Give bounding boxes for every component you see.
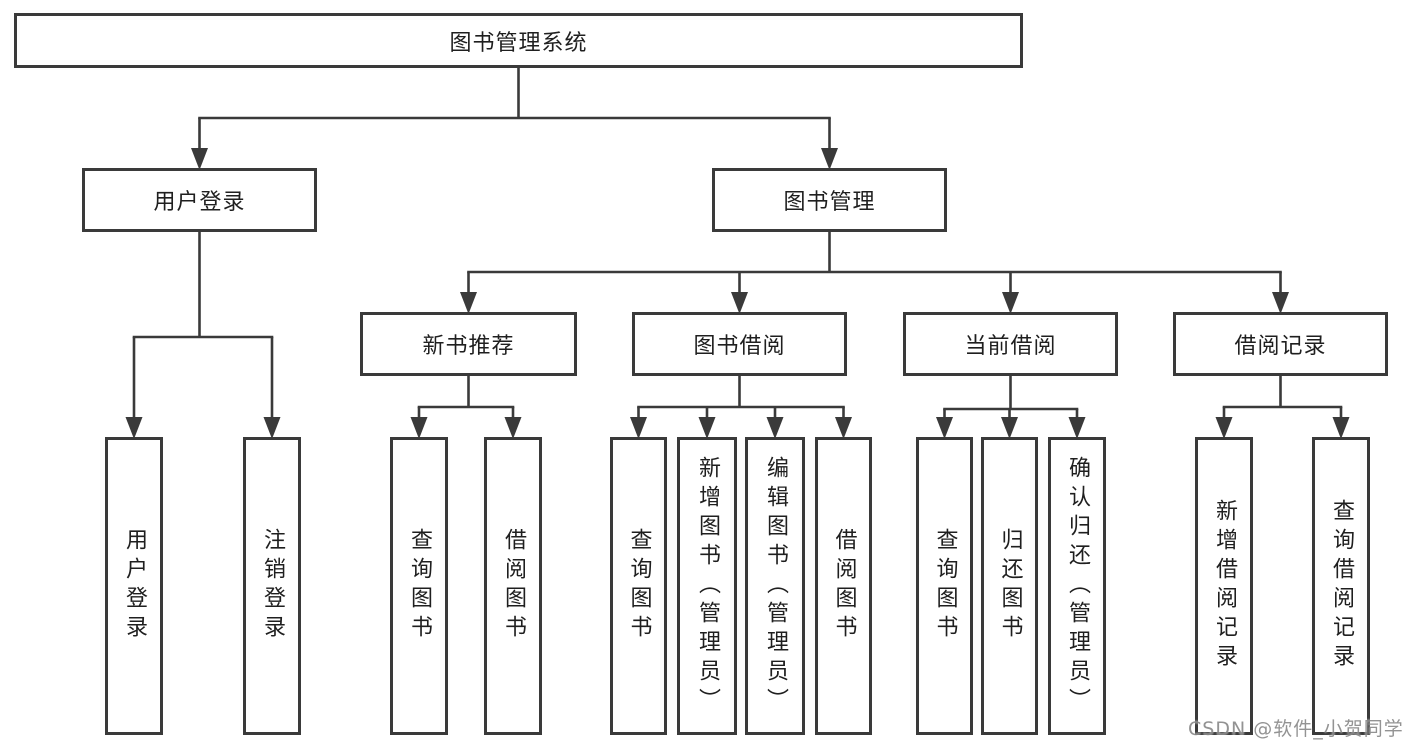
node-root: 图书管理系统 xyxy=(14,13,1023,68)
node-label-leaf-edit-book: 编辑图书（管理员） xyxy=(763,455,788,717)
node-label-book-borrow: 图书借阅 xyxy=(693,334,786,359)
node-current-borrow: 当前借阅 xyxy=(903,312,1118,376)
node-new-book-rec: 新书推荐 xyxy=(360,312,577,376)
node-leaf-add-borrow-record: 新增借阅记录 xyxy=(1195,437,1253,735)
node-leaf-query-book-cur: 查询图书 xyxy=(916,437,973,735)
node-label-leaf-query-book-rec: 查询图书 xyxy=(407,528,432,644)
node-label-leaf-add-book: 新增图书（管理员） xyxy=(695,455,720,717)
node-label-leaf-confirm-return: 确认归还（管理员） xyxy=(1065,455,1090,717)
node-leaf-query-book-rec: 查询图书 xyxy=(390,437,448,735)
node-label-leaf-return-book: 归还图书 xyxy=(997,528,1023,644)
arrowhead-icon xyxy=(698,417,716,439)
node-leaf-query-borrow-record: 查询借阅记录 xyxy=(1312,437,1370,735)
arrowhead-icon xyxy=(1001,417,1018,439)
node-leaf-add-book: 新增图书（管理员） xyxy=(677,437,737,735)
arrowhead-icon xyxy=(125,417,143,439)
node-label-leaf-query-book-cur: 查询图书 xyxy=(932,528,958,644)
node-book-mgmt: 图书管理 xyxy=(712,168,947,232)
node-label-leaf-borrow-book-rec: 借阅图书 xyxy=(501,528,526,644)
node-borrow-records: 借阅记录 xyxy=(1173,312,1388,376)
node-label-leaf-user-login: 用户登录 xyxy=(122,528,147,644)
node-label-borrow-records: 借阅记录 xyxy=(1234,334,1327,359)
arrowhead-icon xyxy=(191,148,208,170)
arrowhead-icon xyxy=(504,417,522,439)
node-leaf-return-book: 归还图书 xyxy=(981,437,1038,735)
watermark: CSDN @软件_小贺同学 xyxy=(1188,718,1404,740)
node-label-leaf-borrow-book: 借阅图书 xyxy=(831,528,857,644)
arrowhead-icon xyxy=(1068,417,1086,439)
node-leaf-borrow-book-rec: 借阅图书 xyxy=(484,437,542,735)
node-label-current-borrow: 当前借阅 xyxy=(964,334,1057,359)
node-label-book-mgmt: 图书管理 xyxy=(783,190,876,215)
node-user-login: 用户登录 xyxy=(82,168,317,232)
arrowhead-icon xyxy=(1002,292,1019,314)
node-leaf-logout: 注销登录 xyxy=(243,437,301,735)
node-leaf-user-login: 用户登录 xyxy=(105,437,163,735)
node-label-leaf-query-borrow-record: 查询借阅记录 xyxy=(1329,499,1354,673)
node-label-root: 图书管理系统 xyxy=(449,30,588,56)
node-leaf-query-book-borrow: 查询图书 xyxy=(610,437,667,735)
node-leaf-confirm-return: 确认归还（管理员） xyxy=(1048,437,1106,735)
arrowhead-icon xyxy=(630,417,647,439)
arrowhead-icon xyxy=(766,417,784,439)
node-label-user-login: 用户登录 xyxy=(153,190,246,215)
node-label-new-book-rec: 新书推荐 xyxy=(422,334,515,359)
node-label-leaf-query-book-borrow: 查询图书 xyxy=(626,528,652,644)
node-leaf-edit-book: 编辑图书（管理员） xyxy=(745,437,805,735)
arrowhead-icon xyxy=(731,292,748,314)
arrowhead-icon xyxy=(410,417,428,439)
arrowhead-icon xyxy=(460,292,477,314)
arrowhead-icon xyxy=(1215,417,1233,439)
arrowhead-icon xyxy=(936,417,953,439)
node-label-leaf-logout: 注销登录 xyxy=(260,528,285,644)
arrowhead-icon xyxy=(821,148,838,170)
node-book-borrow: 图书借阅 xyxy=(632,312,847,376)
node-leaf-borrow-book: 借阅图书 xyxy=(815,437,872,735)
arrowhead-icon xyxy=(1332,417,1350,439)
arrowhead-icon xyxy=(835,417,852,439)
arrowhead-icon xyxy=(1272,292,1289,314)
arrowhead-icon xyxy=(263,417,281,439)
node-label-leaf-add-borrow-record: 新增借阅记录 xyxy=(1212,499,1237,673)
